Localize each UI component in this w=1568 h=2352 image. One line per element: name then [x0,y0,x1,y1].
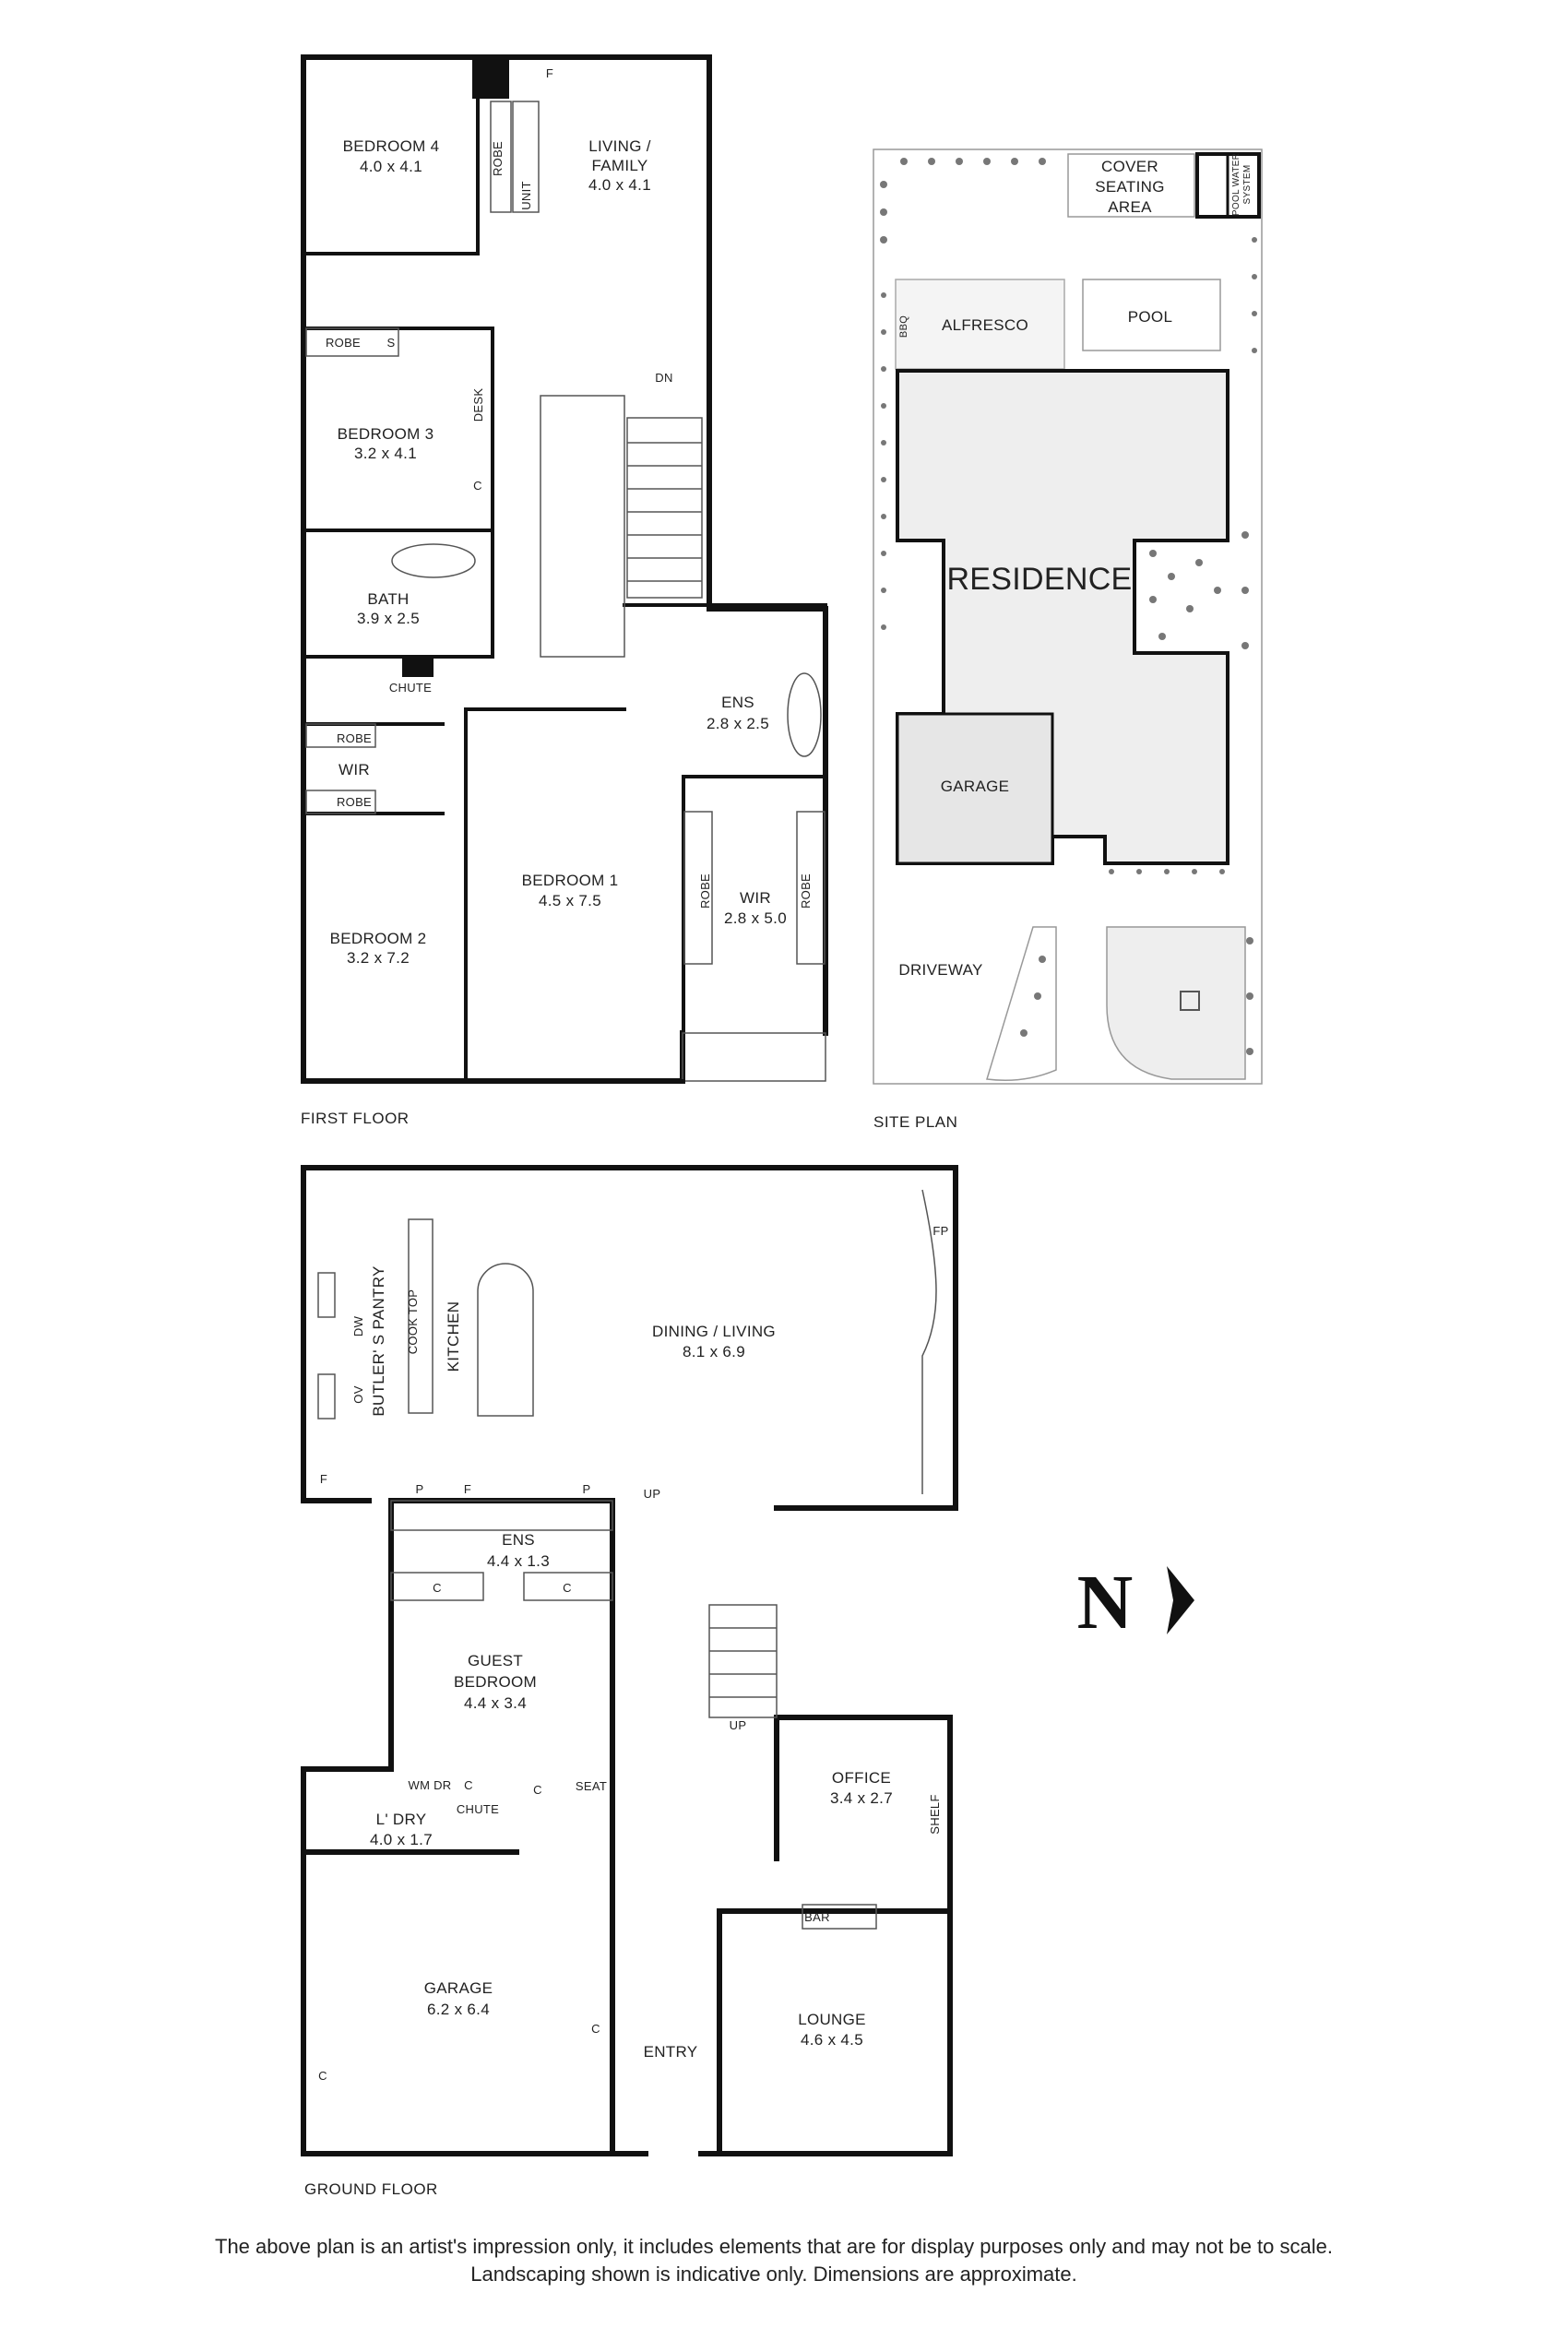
site-plan-caption: SITE PLAN [873,1113,957,1131]
pool-label: POOL [1128,308,1172,326]
ground-floor-plan: BUTLER' S PANTRY DW OV COOK TOP KITCHEN … [301,1165,958,2198]
cover-seating-label-2: SEATING [1095,178,1164,196]
room-name-bedroom3: BEDROOM 3 [338,425,434,443]
room-name-bath: BATH [367,590,409,608]
room-dims-ens: 4.4 x 1.3 [487,1552,550,1570]
room-name-bedroom1: BEDROOM 1 [522,872,619,889]
robe-label: ROBE [799,873,813,909]
robe-label: ROBE [698,873,712,909]
storage-label: S [387,336,396,350]
first-floor-caption: FIRST FLOOR [301,1110,410,1127]
room-name-wir: WIR [339,761,370,778]
robe-label: ROBE [326,336,361,350]
fridge-label: F [464,1482,471,1496]
cooktop-label: COOK TOP [406,1289,420,1355]
room-dims-bedroom1: 4.5 x 7.5 [539,892,601,909]
dishwasher-label: DW [351,1315,365,1336]
shelf-label: SHELF [928,1794,942,1834]
room-name-ens: ENS [721,694,754,711]
room-dims-office: 3.4 x 2.7 [830,1789,893,1807]
fridge-label: F [546,66,553,80]
room-name-bedroom4: BEDROOM 4 [343,137,440,155]
first-floor-plan: BEDROOM 4 4.0 x 4.1 LIVING / FAMILY 4.0 … [301,54,828,1127]
pantry-label: P [416,1482,424,1496]
pool-water-system-label-2: SYSTEM [1242,165,1253,205]
stairs-up-label: UP [730,1718,747,1732]
cupboard-label: C [433,1581,442,1595]
cover-seating-label-3: AREA [1108,198,1152,216]
room-name-dining: DINING / LIVING [652,1323,776,1340]
cupboard-label: C [318,2069,327,2083]
cupboard-label: C [533,1783,542,1797]
room-name-office: OFFICE [832,1769,891,1787]
robe-label: ROBE [337,731,372,745]
room-dims-dining: 8.1 x 6.9 [683,1343,745,1360]
chute-label: CHUTE [389,681,432,695]
room-name-wir-master: WIR [740,889,771,907]
room-dims-living: 4.0 x 4.1 [588,176,651,194]
pool-water-system-label: POOL WATER [1231,153,1241,216]
room-name-guest-2: BEDROOM [454,1673,537,1691]
room-name-living-2: FAMILY [591,157,647,174]
robe-label: ROBE [491,141,505,176]
cupboard-label: C [591,2022,600,2036]
room-name-ens: ENS [502,1531,535,1549]
room-name-garage: GARAGE [424,1979,493,1997]
cupboard-label: C [464,1778,473,1792]
fireplace-label: FP [932,1224,948,1238]
room-name-living: LIVING / [588,137,651,155]
site-plan: COVER SEATING AREA POOL WATER SYSTEM ALF… [873,148,1263,1131]
residence-label: RESIDENCE [946,562,1132,597]
alfresco-label: ALFRESCO [942,316,1028,334]
disclaimer-line-1: The above plan is an artist's impression… [215,2235,1333,2258]
room-dims-bedroom4: 4.0 x 4.1 [360,158,422,175]
room-name-guest: GUEST [468,1652,523,1669]
room-dims-wir-master: 2.8 x 5.0 [724,909,787,927]
ground-floor-caption: GROUND FLOOR [304,2180,438,2198]
room-name-lounge: LOUNGE [798,2011,866,2028]
robe-label: ROBE [337,795,372,809]
north-arrow-icon: N [1077,1560,1194,1645]
room-dims-bedroom2: 3.2 x 7.2 [347,949,410,967]
room-name-laundry: L' DRY [376,1811,427,1828]
room-dims-ens: 2.8 x 2.5 [707,715,769,732]
cupboard-label: C [563,1581,572,1595]
cupboard-label: C [473,479,482,493]
desk-label: DESK [471,388,485,422]
unit-label: UNIT [519,181,533,210]
room-name-bedroom2: BEDROOM 2 [330,930,427,947]
site-garage-label: GARAGE [941,778,1010,795]
room-dims-garage: 6.2 x 6.4 [427,2001,490,2018]
bar-label: BAR [804,1910,830,1924]
stairs-up-label: UP [644,1487,661,1501]
chute-label: CHUTE [457,1802,499,1816]
north-letter: N [1077,1560,1134,1645]
bbq-label: BBQ [898,315,909,338]
oven-label: OV [351,1385,365,1403]
room-dims-laundry: 4.0 x 1.7 [370,1831,433,1848]
kitchen-label: KITCHEN [445,1301,462,1372]
disclaimer-line-2: Landscaping shown is indicative only. Di… [470,2263,1077,2286]
butlers-pantry-label: BUTLER' S PANTRY [370,1265,387,1416]
fridge-label: F [320,1472,327,1486]
stairs-down-label: DN [655,371,672,385]
room-name-entry: ENTRY [644,2043,698,2061]
cover-seating-label: COVER [1101,158,1158,175]
room-dims-lounge: 4.6 x 4.5 [801,2031,863,2049]
room-dims-bath: 3.9 x 2.5 [357,610,420,627]
room-dims-guest: 4.4 x 3.4 [464,1694,527,1712]
washer-dryer-label: WM DR [409,1778,452,1792]
driveway-label: DRIVEWAY [898,961,982,979]
seat-label: SEAT [576,1779,607,1793]
room-dims-bedroom3: 3.2 x 4.1 [354,445,417,462]
pantry-label: P [583,1482,591,1496]
